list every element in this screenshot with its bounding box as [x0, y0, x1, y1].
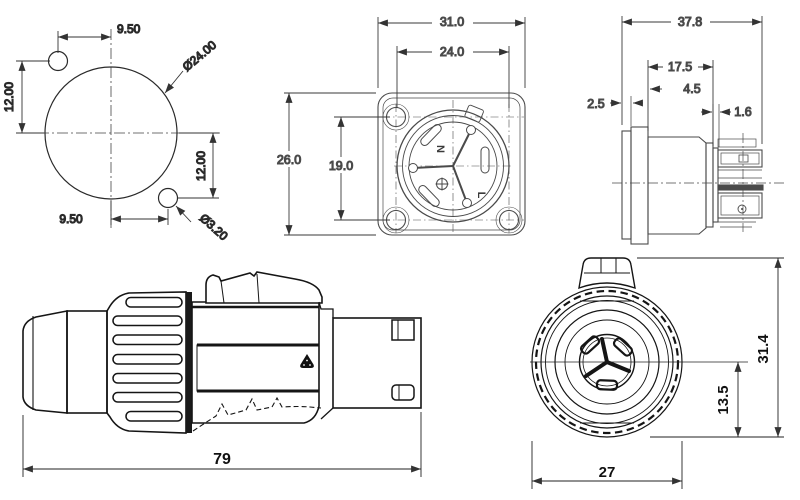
side-centerlines [612, 133, 785, 232]
dim-offset-top [57, 31, 111, 53]
contact-label-neutral: N [434, 145, 446, 153]
dim-body-width [531, 441, 683, 489]
dim-main-diameter-label: Ø24.00 [180, 38, 219, 74]
plug-grip-grooves [112, 296, 183, 422]
dim-overall-height-label: 31.4 [755, 334, 772, 364]
plug-contact-slots [579, 335, 634, 391]
dim-overall-height [637, 257, 784, 438]
flange-plate [630, 126, 649, 245]
dim-bg [267, 151, 312, 167]
dim-body-length-label: 17.5 [668, 60, 692, 74]
contact-divider-spokes [408, 125, 476, 208]
plug-label-panel [196, 343, 320, 393]
terminal-tab-bottom [717, 192, 763, 219]
dim-center-to-bottom [530, 361, 748, 437]
view-panel-cutout: 9.50 12.00 12.00 9.50 Ø24.00 [1, 21, 231, 244]
view-chassis-front: N L 31.0 24.0 26.0 19.0 [267, 14, 526, 236]
dim-hole-spacing-label: 19.0 [329, 159, 353, 173]
gasket [621, 130, 632, 240]
dim-bg [432, 44, 473, 58]
body-face [705, 142, 714, 228]
dim-offset-left-label: 12.00 [2, 82, 16, 112]
dim-flange-thickness-label: 4.5 [683, 82, 700, 96]
plug-collar [318, 301, 334, 318]
dim-bg [671, 14, 710, 29]
dim-bg [432, 15, 473, 29]
dim-overall-length-label: 79 [213, 451, 231, 468]
view-plug-front: 31.4 13.5 27 [530, 257, 784, 489]
flange-outline [377, 92, 526, 236]
plug-nose-cap [22, 310, 68, 414]
plug-latch-lever [205, 271, 323, 304]
flange-inner-outline [382, 97, 521, 231]
dim-flange-width-label: 31.0 [440, 15, 464, 29]
plug-body [191, 301, 320, 424]
dim-offset-bottom [110, 201, 169, 225]
dim-offset-right-label: 12.00 [194, 151, 208, 181]
dim-offset-left [16, 60, 50, 134]
contact-slots [418, 124, 490, 207]
dim-gasket-thickness-label: 2.5 [587, 97, 604, 111]
flange-mounting-holes [382, 103, 523, 234]
dim-body-width-label: 27 [599, 464, 616, 481]
terminal-rib [717, 138, 757, 148]
dim-bg [321, 157, 362, 173]
dim-flange-height-label: 26.0 [277, 153, 301, 167]
plug-grip-band [186, 292, 192, 433]
dim-barrel-diameter-label: 24.0 [440, 45, 464, 59]
dim-terminal-step [701, 104, 731, 147]
contact-label-line: L [475, 192, 487, 199]
terminal-tab-top [717, 149, 763, 168]
barrel-rim [402, 115, 504, 217]
barrel-keyway [464, 104, 484, 123]
cutout-screw-hole-bottom-right [157, 187, 179, 209]
terminal-tab-middle [717, 184, 764, 191]
earth-symbol-icon [435, 177, 449, 191]
dim-overall-length [22, 412, 422, 477]
barrel-outer [396, 109, 510, 223]
plug-neck [66, 310, 108, 414]
barrel-body [647, 136, 707, 235]
dim-overall-depth-label: 37.8 [678, 15, 702, 29]
plug-tail-lugs [391, 319, 415, 401]
terminal-step [712, 147, 719, 223]
plug-contact-divider [584, 337, 631, 378]
cutout-main-hole [44, 66, 178, 200]
dim-bg [663, 59, 698, 73]
plug-latch-button [578, 257, 636, 290]
dim-overall-depth [621, 16, 763, 144]
dim-center-to-bottom-label: 13.5 [715, 385, 732, 414]
plug-tail [332, 317, 422, 409]
view-plug-side: 79 [22, 271, 422, 477]
brand-logo-icon [300, 354, 314, 368]
plug-hidden-clamp-line [192, 396, 322, 432]
dim-screw-diameter-label: Ø3.20 [197, 211, 231, 243]
leader-main-diameter [164, 70, 184, 94]
view-chassis-side: 37.8 17.5 4.5 2.5 1.6 [587, 14, 785, 245]
dim-gasket-thickness [610, 96, 643, 126]
dim-terminal-step-label: 1.6 [734, 105, 751, 119]
dim-offset-right [178, 132, 219, 199]
cutout-screw-hole-top-left [47, 50, 69, 72]
leader-screw-diameter [175, 205, 192, 223]
dim-offset-top-label: 9.50 [117, 22, 141, 36]
dim-offset-bottom-label: 9.50 [59, 212, 83, 226]
